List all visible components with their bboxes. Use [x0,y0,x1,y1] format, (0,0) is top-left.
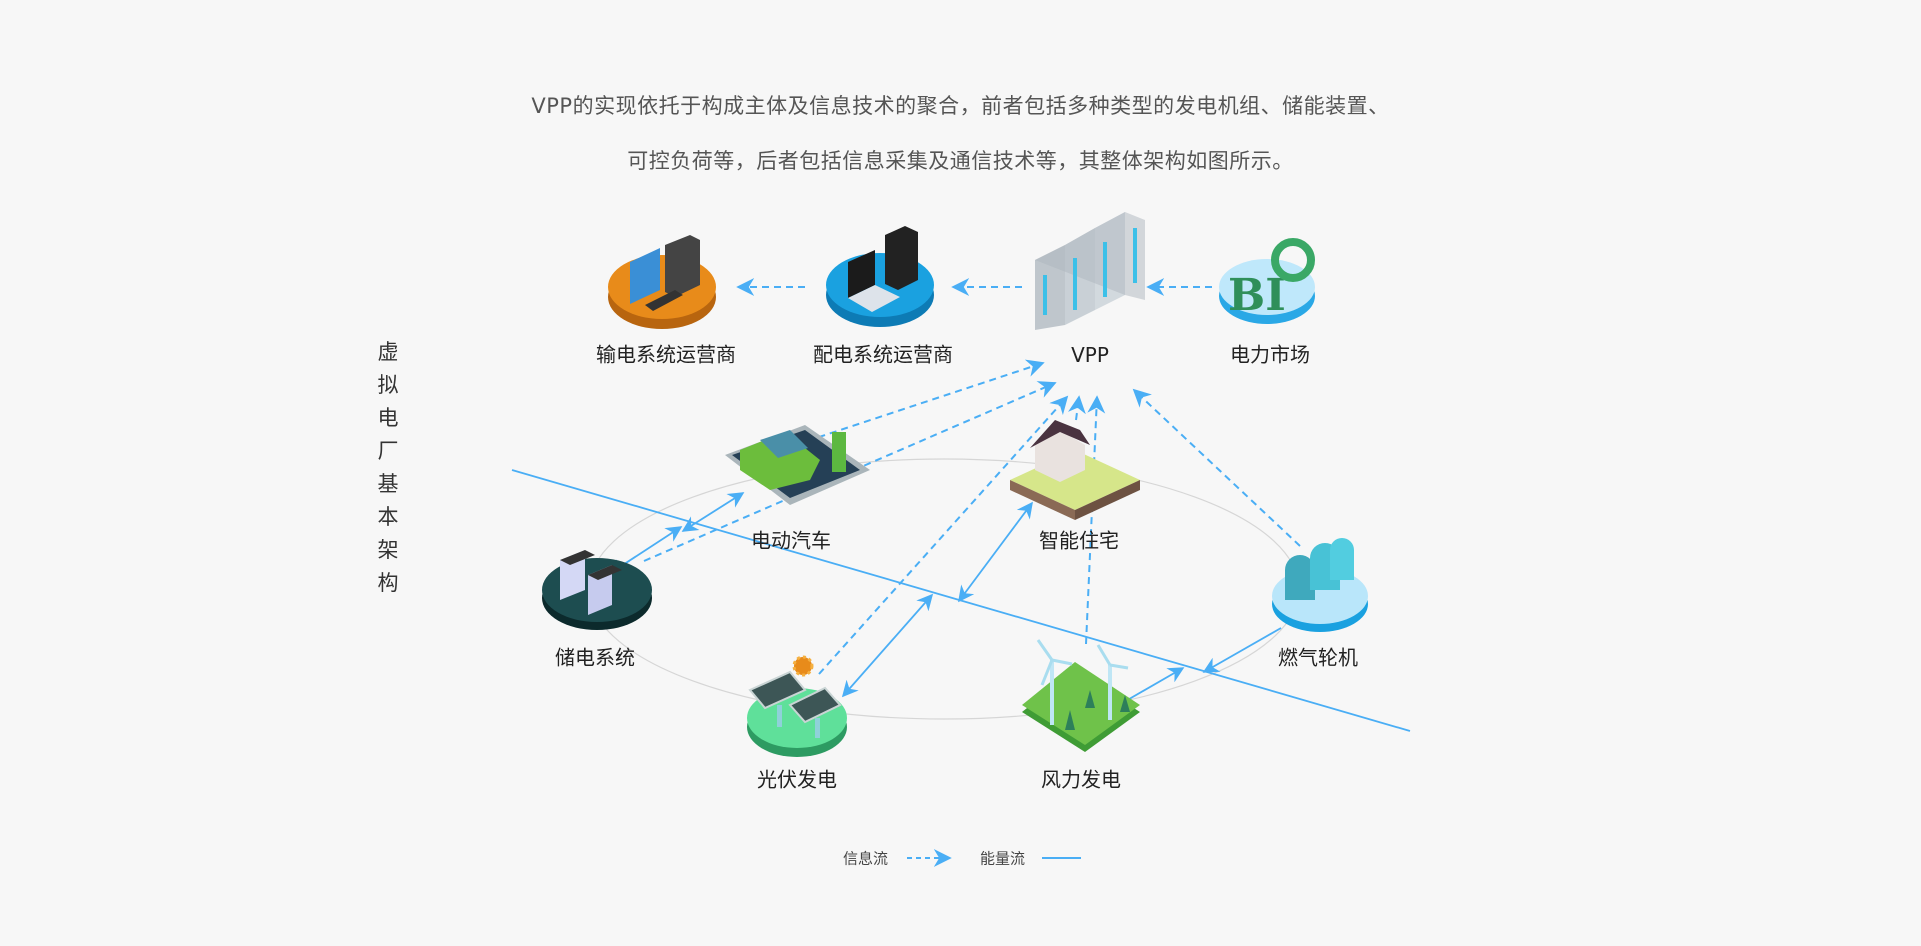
node-label-gas: 燃气轮机 [1278,645,1358,670]
energy-flow-wind-gas-1 [1123,667,1185,703]
node-label-transmission: 输电系统运营商 [596,342,736,367]
gas-turbine-icon [1272,538,1368,632]
node-label-storage: 储电系统 [555,645,635,670]
info-flow-gas-to-vpp [1132,388,1301,547]
info-flow-ev-to-vpp [806,359,1045,442]
legend-info-flow-label: 信息流 [843,849,889,868]
energy-flow-pv-home-1 [841,593,934,698]
node-label-wind: 风力发电 [1041,767,1121,792]
svg-text:BI: BI [1228,270,1286,321]
intro-line-1: VPP的实现依托于构成主体及信息技术的聚合，前者包括多种类型的发电机组、储能装置… [531,94,1390,118]
node-label-vpp: VPP [1071,343,1109,367]
battery-storage-icon [542,550,652,630]
diagram-title: 虚拟电厂基本架构 [377,340,399,595]
energy-flow-wind-gas-2 [1202,627,1282,673]
node-label-distribution: 配电系统运营商 [813,342,953,367]
node-label-ev: 电动汽车 [751,528,831,553]
smart-home-icon [1010,420,1140,520]
info-flow-home-to-vpp [1067,395,1086,421]
energy-flow-pv-home-2 [958,501,1033,603]
electric-car-icon [725,425,870,505]
node-label-market: 电力市场 [1230,342,1310,367]
laptop-server-icon [826,226,934,327]
sun-icon [792,655,814,677]
node-label-pv: 光伏发电 [757,767,837,792]
node-label-home: 智能住宅 [1039,528,1119,553]
info-flow-wind-to-vpp [1085,395,1106,645]
ring-ellipse [588,458,1300,720]
info-flow-pv-to-vpp [818,395,1069,675]
energy-flow-storage-ev-1 [681,492,745,532]
solar-panel-icon [747,655,847,757]
desktop-computer-icon [608,235,716,329]
wind-turbine-icon [1022,639,1140,752]
legend-energy-flow-label: 能量流 [980,849,1026,868]
intro-line-2: 可控负荷等，后者包括信息采集及通信技术等，其整体架构如图所示。 [627,149,1294,173]
server-rack-icon [1035,212,1145,330]
bio-market-icon: BI [1219,238,1315,324]
